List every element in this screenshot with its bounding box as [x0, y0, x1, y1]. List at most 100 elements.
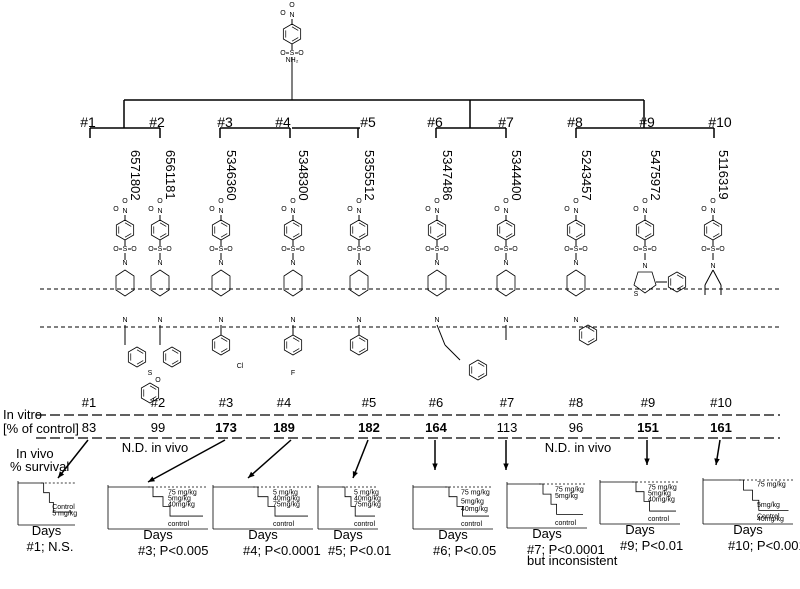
- sulfonyl-oxygen: O: [633, 246, 639, 253]
- compound-cid: 5355512: [362, 150, 377, 201]
- benzene-ring: [211, 219, 231, 241]
- nitro-nitrogen: N: [503, 208, 508, 215]
- arrow-head: [644, 458, 650, 465]
- sulfonyl-oxygen: O: [701, 246, 707, 253]
- benzene-ring: [703, 219, 723, 241]
- compound-cid: 6561181: [163, 150, 178, 200]
- nitrogen-atom: N: [122, 260, 127, 267]
- nitro-oxygen: O: [573, 198, 579, 205]
- nitro-oxygen: O: [347, 206, 353, 213]
- compound-cid: 5475972: [648, 150, 663, 201]
- nd-label: N.D. in vivo: [545, 440, 611, 455]
- amine-group: NH₂: [286, 57, 299, 64]
- compound-label: #1: [82, 395, 96, 410]
- compound-label: #7: [500, 395, 514, 410]
- nitro-nitrogen: N: [573, 208, 578, 215]
- curve-label: 5 mg/kg: [354, 490, 379, 497]
- bond: [704, 269, 714, 286]
- nitro-nitrogen: N: [356, 208, 361, 215]
- in-vitro-units: [% of control]: [3, 421, 79, 436]
- compound-cid: 6571802: [128, 150, 143, 201]
- curve-label: 75 mg/kg: [757, 481, 786, 488]
- x-axis-label: Days: [625, 522, 655, 537]
- piperazine-ring: [496, 269, 516, 297]
- sulfonyl-oxygen: O: [719, 246, 725, 253]
- x-axis-label: Days: [143, 527, 173, 542]
- sulfonyl-oxygen: O: [564, 246, 570, 253]
- control-curve: [18, 482, 73, 513]
- in-vitro-value: 173: [215, 420, 237, 435]
- panel-caption: #4; P<0.0001: [243, 543, 321, 558]
- nitro-oxygen: O: [290, 198, 296, 205]
- compound-label: #2: [151, 395, 165, 410]
- control-curve: [703, 479, 789, 511]
- thiazolidine-ring: [633, 271, 657, 294]
- compound-label: #9: [641, 395, 655, 410]
- in-vitro-value: 83: [82, 420, 96, 435]
- compound-cid: 5243457: [579, 150, 594, 201]
- benzene-ring: [349, 219, 369, 241]
- compound-id: #2: [149, 114, 165, 130]
- curve-label: 40mg/kg: [648, 496, 675, 503]
- curve-label: control: [354, 521, 375, 528]
- nitrogen-atom: N: [290, 317, 295, 324]
- sulfonyl-oxygen: O: [148, 246, 154, 253]
- arrow-head: [714, 458, 720, 465]
- in-vitro-value: 189: [273, 420, 295, 435]
- curve-label: 75mg/kg: [354, 501, 381, 508]
- curve-label: control: [168, 521, 189, 528]
- nitrogen-atom: N: [157, 317, 162, 324]
- benzene-ring: [150, 219, 170, 241]
- panel-caption: #10; P<0.001: [728, 538, 800, 553]
- compound-label: #8: [569, 395, 583, 410]
- nitro-oxygen: O: [710, 198, 716, 205]
- nitro-nitrogen: N: [218, 208, 223, 215]
- in-vitro-value: 113: [497, 420, 518, 435]
- nitro-oxygen: O: [356, 198, 362, 205]
- x-axis-label: Days: [733, 522, 763, 537]
- survival-panel-p6: [412, 485, 493, 530]
- x-axis-label: Days: [532, 526, 562, 541]
- survival-panel-p7: [506, 482, 587, 529]
- benzene-ring: [115, 219, 135, 241]
- survival-panel-p3: [107, 485, 208, 530]
- substituent-ring: [468, 359, 488, 381]
- compound-label: #6: [429, 395, 443, 410]
- piperazine-ring: [427, 269, 447, 297]
- nitro-oxygen: O: [503, 198, 509, 205]
- nitro-oxygen: O: [280, 10, 286, 17]
- compound-id: #8: [567, 114, 583, 130]
- substituent-ring: [283, 334, 303, 356]
- nitro-oxygen: O: [157, 198, 163, 205]
- nitro-oxygen: O: [148, 206, 154, 213]
- panel-caption: #6; P<0.05: [433, 543, 496, 558]
- control-curve: [108, 486, 203, 517]
- substituent-ring: [578, 324, 598, 346]
- arrow-head: [148, 476, 155, 482]
- curve-label: 40mg/kg: [168, 501, 195, 508]
- sulfonyl-oxygen: O: [425, 246, 431, 253]
- compound-id: #4: [275, 114, 291, 130]
- nitrogen-atom: N: [218, 317, 223, 324]
- piperazine-ring: [566, 269, 586, 297]
- curve-label: 5mg/kg: [648, 491, 671, 498]
- sulfonyl-oxygen: O: [443, 246, 449, 253]
- panel-caption: #3; P<0.005: [138, 543, 208, 558]
- nitro-oxygen: O: [113, 206, 119, 213]
- compound-id: #9: [639, 114, 655, 130]
- nitro-nitrogen: N: [289, 12, 294, 19]
- compound-cid: 5348300: [296, 150, 311, 201]
- panel-caption: #1; N.S.: [27, 539, 74, 554]
- substituent-ring: [211, 334, 231, 356]
- sulfur-atom: S: [219, 246, 224, 253]
- compound-cid: 5344400: [509, 150, 524, 201]
- panel-caption: #7; P<0.0001: [527, 542, 605, 557]
- in-vitro-value: 182: [358, 420, 380, 435]
- substituent-ring: [127, 346, 147, 368]
- survival-panel-p10: [702, 478, 793, 525]
- sulfonyl-oxygen: O: [131, 246, 137, 253]
- control-curve: [318, 486, 375, 517]
- panel-caption: #9; P<0.01: [620, 538, 683, 553]
- nitrogen-atom: N: [642, 263, 647, 270]
